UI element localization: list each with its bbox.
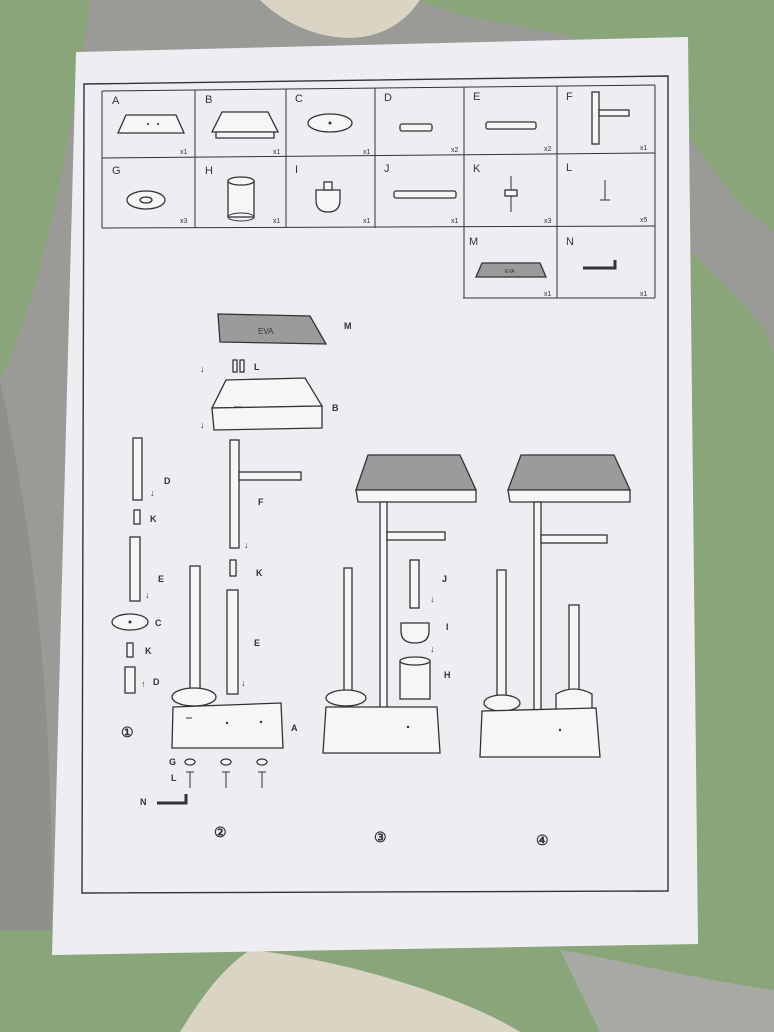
step3-label-j: J (442, 574, 447, 584)
step-number-4: ④ (536, 832, 549, 848)
step2-label-a: A (291, 723, 298, 733)
part-qty-n: x1 (640, 291, 648, 298)
step1-label-c: C (155, 618, 162, 628)
part-letter-h: H (205, 165, 213, 177)
part-cell-l: L x5 (566, 162, 648, 224)
part-qty-e: x2 (544, 146, 552, 153)
step2-label-m: M (344, 321, 352, 331)
part-m-pad-text: EVA (505, 269, 515, 275)
step-2-diagram: EVA M ↓ L B ↓ F ↓ K E ↓ A G L N ② (140, 313, 352, 840)
part-letter-n: N (566, 236, 574, 248)
part-cell-g: G x3 (112, 165, 188, 225)
step-number-2: ② (214, 824, 227, 840)
part-letter-b: B (205, 94, 212, 106)
part-qty-k: x3 (544, 218, 552, 225)
step1-label-d: D (164, 476, 171, 486)
part-qty-i: x1 (363, 218, 371, 225)
part-letter-m: M (469, 236, 478, 248)
part-cell-f: F x1 (566, 91, 648, 152)
part-qty-c: x1 (363, 149, 371, 156)
part-cell-k: K x3 (473, 163, 552, 225)
part-cell-c: C x1 (295, 93, 371, 156)
part-letter-a: A (112, 95, 120, 107)
part-letter-j: J (384, 163, 390, 175)
svg-text:↓: ↓ (430, 594, 435, 604)
step1-label-e: E (158, 574, 164, 584)
svg-text:↑: ↑ (141, 679, 146, 689)
step2-label-l2: L (171, 773, 177, 783)
svg-text:↓: ↓ (145, 590, 150, 600)
part-qty-b: x1 (273, 149, 281, 156)
part-cell-h: H x1 (205, 165, 281, 225)
step2-label-b: B (332, 403, 339, 413)
step2-label-e: E (254, 638, 260, 648)
step2-label-g: G (169, 757, 176, 767)
part-cell-a: A x1 (112, 95, 188, 156)
part-letter-e: E (473, 91, 480, 103)
part-letter-i: I (295, 164, 298, 176)
part-qty-g: x3 (180, 218, 188, 225)
part-letter-g: G (112, 165, 121, 177)
svg-text:↓: ↓ (200, 420, 205, 430)
part-letter-l: L (566, 162, 572, 174)
step1-label-k1: K (150, 514, 157, 524)
part-cell-j: J x1 (384, 163, 459, 225)
step3-label-h: H (444, 670, 451, 680)
step3-label-i: I (446, 622, 449, 632)
part-letter-k: K (473, 163, 481, 175)
step2-label-k: K (256, 568, 263, 578)
part-qty-h: x1 (273, 218, 281, 225)
step-1-diagram: D ↓ K E ↓ C K ↑ D ① (111, 437, 171, 740)
part-letter-c: C (295, 93, 303, 105)
pad-eva-text: EVA (258, 327, 274, 336)
part-qty-d: x2 (451, 147, 459, 154)
svg-text:↓: ↓ (150, 488, 155, 498)
part-qty-a: x1 (180, 149, 188, 156)
part-cell-b: B x1 (205, 94, 281, 156)
svg-text:↓: ↓ (430, 644, 435, 654)
part-cell-m: M EVA x1 (469, 236, 552, 298)
part-cell-d: D x2 (384, 92, 459, 154)
part-letter-d: D (384, 92, 392, 104)
step-3-diagram: J ↓ I ↓ H ③ (322, 454, 478, 845)
part-cell-i: I x1 (295, 164, 371, 225)
step-number-3: ③ (374, 829, 387, 845)
part-qty-f: x1 (640, 145, 648, 152)
svg-text:↓: ↓ (241, 678, 246, 688)
part-letter-f: F (566, 91, 573, 103)
part-qty-m: x1 (544, 291, 552, 298)
step-number-1: ① (121, 724, 134, 740)
svg-text:↓: ↓ (244, 540, 249, 550)
part-cell-n: N x1 (566, 236, 648, 298)
part-cell-e: E x2 (473, 91, 552, 153)
step1-label-d2: D (153, 677, 160, 687)
part-qty-l: x5 (640, 217, 648, 224)
part-qty-j: x1 (451, 218, 459, 225)
parts-grid (101, 84, 656, 299)
step1-label-k2: K (145, 646, 152, 656)
step-4-diagram: ④ (479, 454, 632, 848)
step2-label-l: L (254, 362, 260, 372)
svg-text:↓: ↓ (200, 364, 205, 374)
step2-label-f: F (258, 497, 264, 507)
step2-label-n: N (140, 797, 147, 807)
